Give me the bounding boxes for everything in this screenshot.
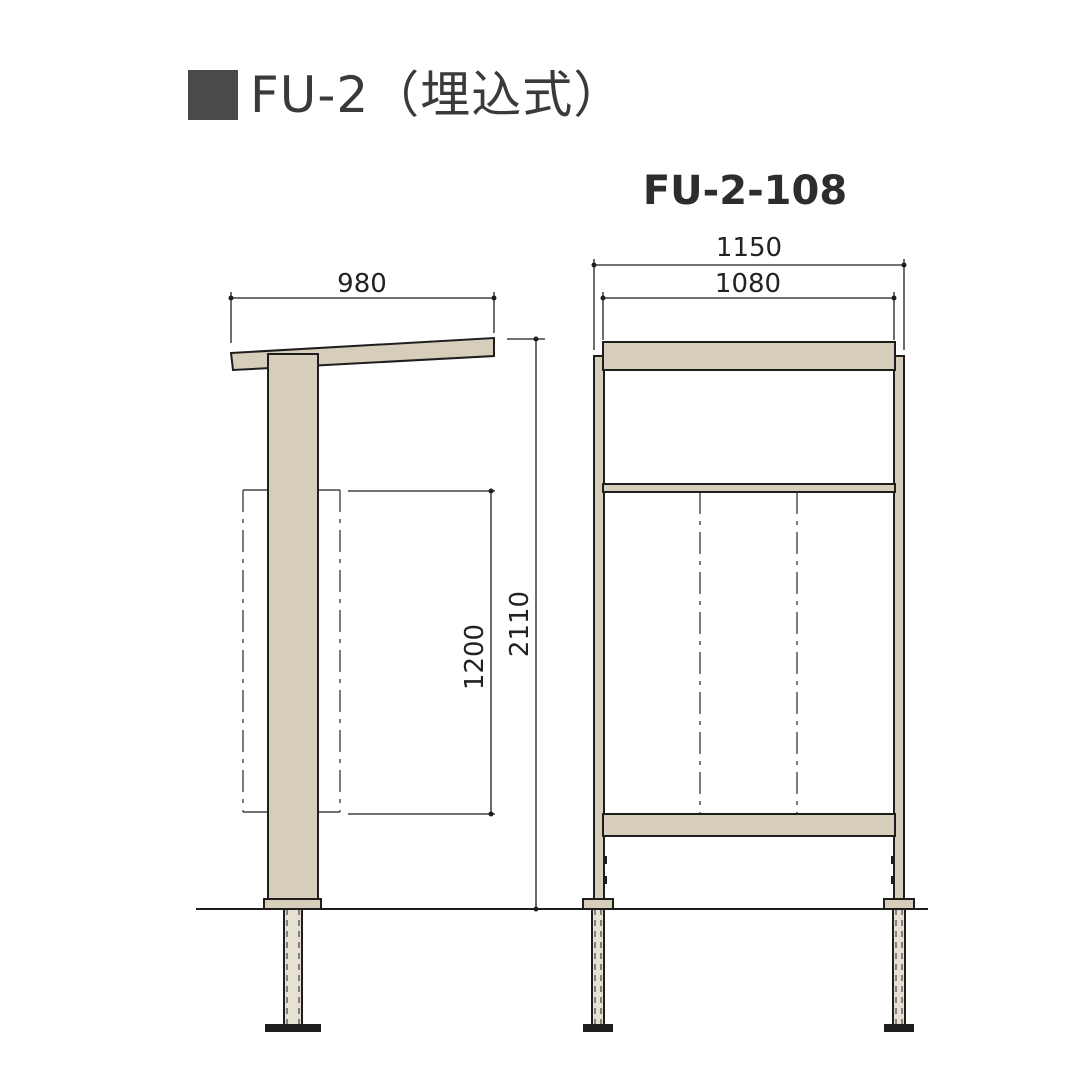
front-base-plate-left [582,898,614,910]
side-post [267,353,319,903]
front-upper-rail [602,483,896,493]
dim-total-height: 2110 [505,336,545,912]
front-base-plate-right [883,898,915,910]
heading-square-icon [188,70,238,120]
dim-panel-height: 1200 [348,488,495,817]
dim-inner-width: 1080 [600,269,897,340]
dim-panel-height-label: 1200 [460,624,490,690]
side-footing [265,1024,321,1032]
heading-text: FU-2（埋込式） [250,66,625,124]
side-panel-outline [242,489,341,813]
dim-overall-width: 1150 [591,233,907,350]
front-embedded-post-left [591,908,605,1028]
front-footing-right [884,1024,914,1032]
dim-overall-width-label: 1150 [716,233,782,263]
front-view [582,341,915,1032]
dim-depth: 980 [228,269,497,343]
front-lower-rail [602,813,896,837]
front-brackets [604,856,894,884]
dim-total-height-label: 2110 [505,591,535,657]
dim-depth-label: 980 [337,269,387,299]
model-label: FU-2-108 [642,168,848,214]
front-roof-beam [602,341,896,371]
front-footing-left [583,1024,613,1032]
dimensions: 980 1150 1080 1200 [228,233,907,912]
front-panel-divisions [699,492,798,814]
side-base-plate [263,898,322,910]
front-embedded-post-right [892,908,906,1028]
page-heading: FU-2（埋込式） [188,62,624,128]
side-view [229,336,495,1032]
dim-inner-width-label: 1080 [715,269,781,299]
